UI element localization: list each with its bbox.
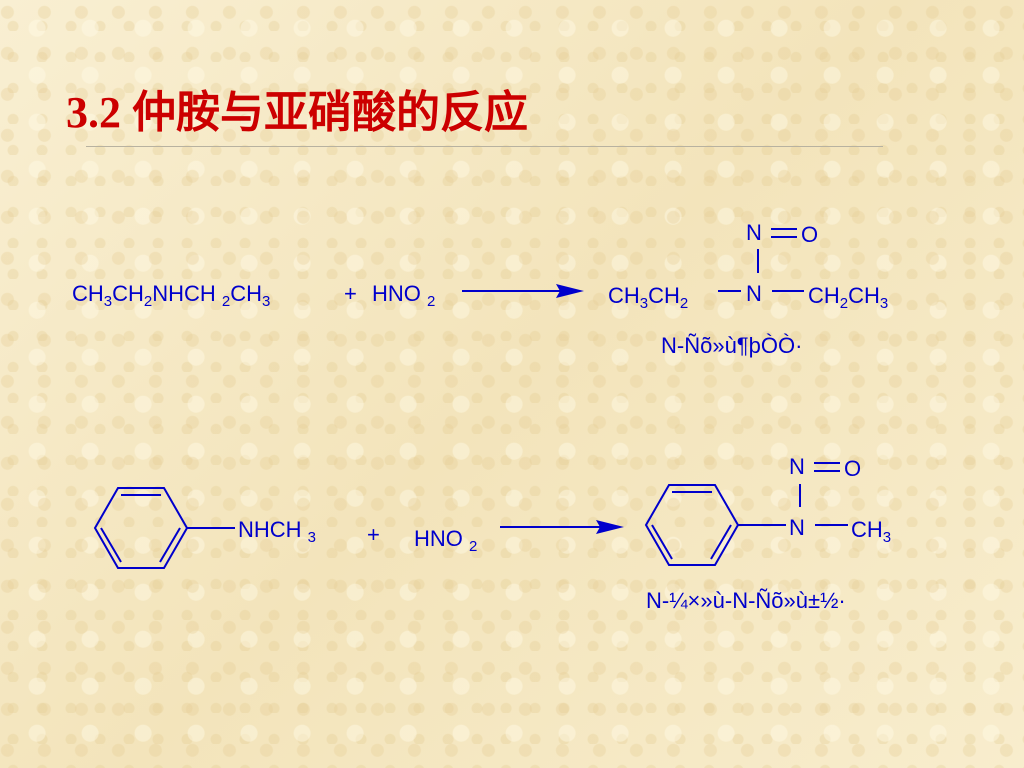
product-1-right-group: CH2CH3 bbox=[808, 283, 888, 312]
formula-segment: NHCH bbox=[238, 517, 308, 542]
product-2-center-n: N bbox=[789, 515, 805, 540]
reagent-2-formula: HNO 2 bbox=[414, 526, 477, 555]
formula-segment: HNO bbox=[414, 526, 469, 551]
plus-sign-2: + bbox=[367, 522, 380, 547]
formula-subscript: 3 bbox=[880, 295, 888, 312]
reactant-2-formula: NHCH 3 bbox=[238, 517, 316, 546]
formula-segment: CH bbox=[230, 281, 262, 306]
product-2-structure: N O N CH3 bbox=[644, 454, 891, 566]
title-underline bbox=[86, 146, 883, 147]
reagent-1-formula: HNO 2 bbox=[372, 281, 435, 310]
formula-segment: CH bbox=[72, 281, 104, 306]
formula-segment: CH bbox=[608, 283, 640, 308]
product-1-nitroso-o: O bbox=[801, 222, 818, 247]
formula-segment: CH bbox=[808, 283, 840, 308]
formula-segment: CH bbox=[648, 283, 680, 308]
product-2-nitroso-o: O bbox=[844, 456, 861, 481]
formula-segment: HNO bbox=[372, 281, 427, 306]
product-1-name: N-Ñõ»ù¶þÒÒ· bbox=[661, 333, 802, 358]
formula-subscript: 2 bbox=[222, 293, 230, 310]
product-1-nitroso-n: N bbox=[746, 220, 762, 245]
formula-subscript: 3 bbox=[262, 293, 270, 310]
reaction-arrow-1 bbox=[462, 284, 584, 298]
formula-subscript: 3 bbox=[883, 529, 891, 546]
formula-subscript: 3 bbox=[104, 293, 112, 310]
formula-subscript: 2 bbox=[144, 293, 152, 310]
formula-segment: CH bbox=[848, 283, 880, 308]
formula-segment: NHCH bbox=[152, 281, 222, 306]
product-2-name: N-¼×»ù-N-Ñõ»ù±½· bbox=[646, 588, 846, 613]
slide-title: 3.2 仲胺与亚硝酸的反应 bbox=[66, 88, 528, 137]
reaction-2: NHCH 3 + HNO 2 N O N bbox=[93, 454, 891, 613]
formula-segment: CH bbox=[112, 281, 144, 306]
product-1-left-group: CH3CH2 bbox=[608, 283, 688, 312]
benzene-ring-product bbox=[644, 484, 740, 566]
reaction-arrow-2 bbox=[500, 520, 624, 534]
reaction-1: CH3CH2NHCH 2CH3 + HNO 2 N O CH3CH2 N CH2… bbox=[72, 220, 888, 358]
reactant-1-formula: CH3CH2NHCH 2CH3 bbox=[72, 281, 270, 310]
formula-subscript: 3 bbox=[640, 295, 648, 312]
product-1-center-n: N bbox=[746, 281, 762, 306]
formula-subscript: 2 bbox=[469, 538, 477, 555]
formula-subscript: 2 bbox=[427, 293, 435, 310]
product-2-nitroso-n: N bbox=[789, 454, 805, 479]
plus-sign-1: + bbox=[344, 281, 357, 306]
benzene-ring-reactant bbox=[93, 487, 189, 569]
formula-subscript: 2 bbox=[840, 295, 848, 312]
product-2-right-group: CH3 bbox=[851, 517, 891, 546]
formula-subscript: 3 bbox=[308, 529, 316, 546]
formula-subscript: 2 bbox=[680, 295, 688, 312]
formula-segment: CH bbox=[851, 517, 883, 542]
product-1-structure: N O CH3CH2 N CH2CH3 bbox=[608, 220, 888, 312]
